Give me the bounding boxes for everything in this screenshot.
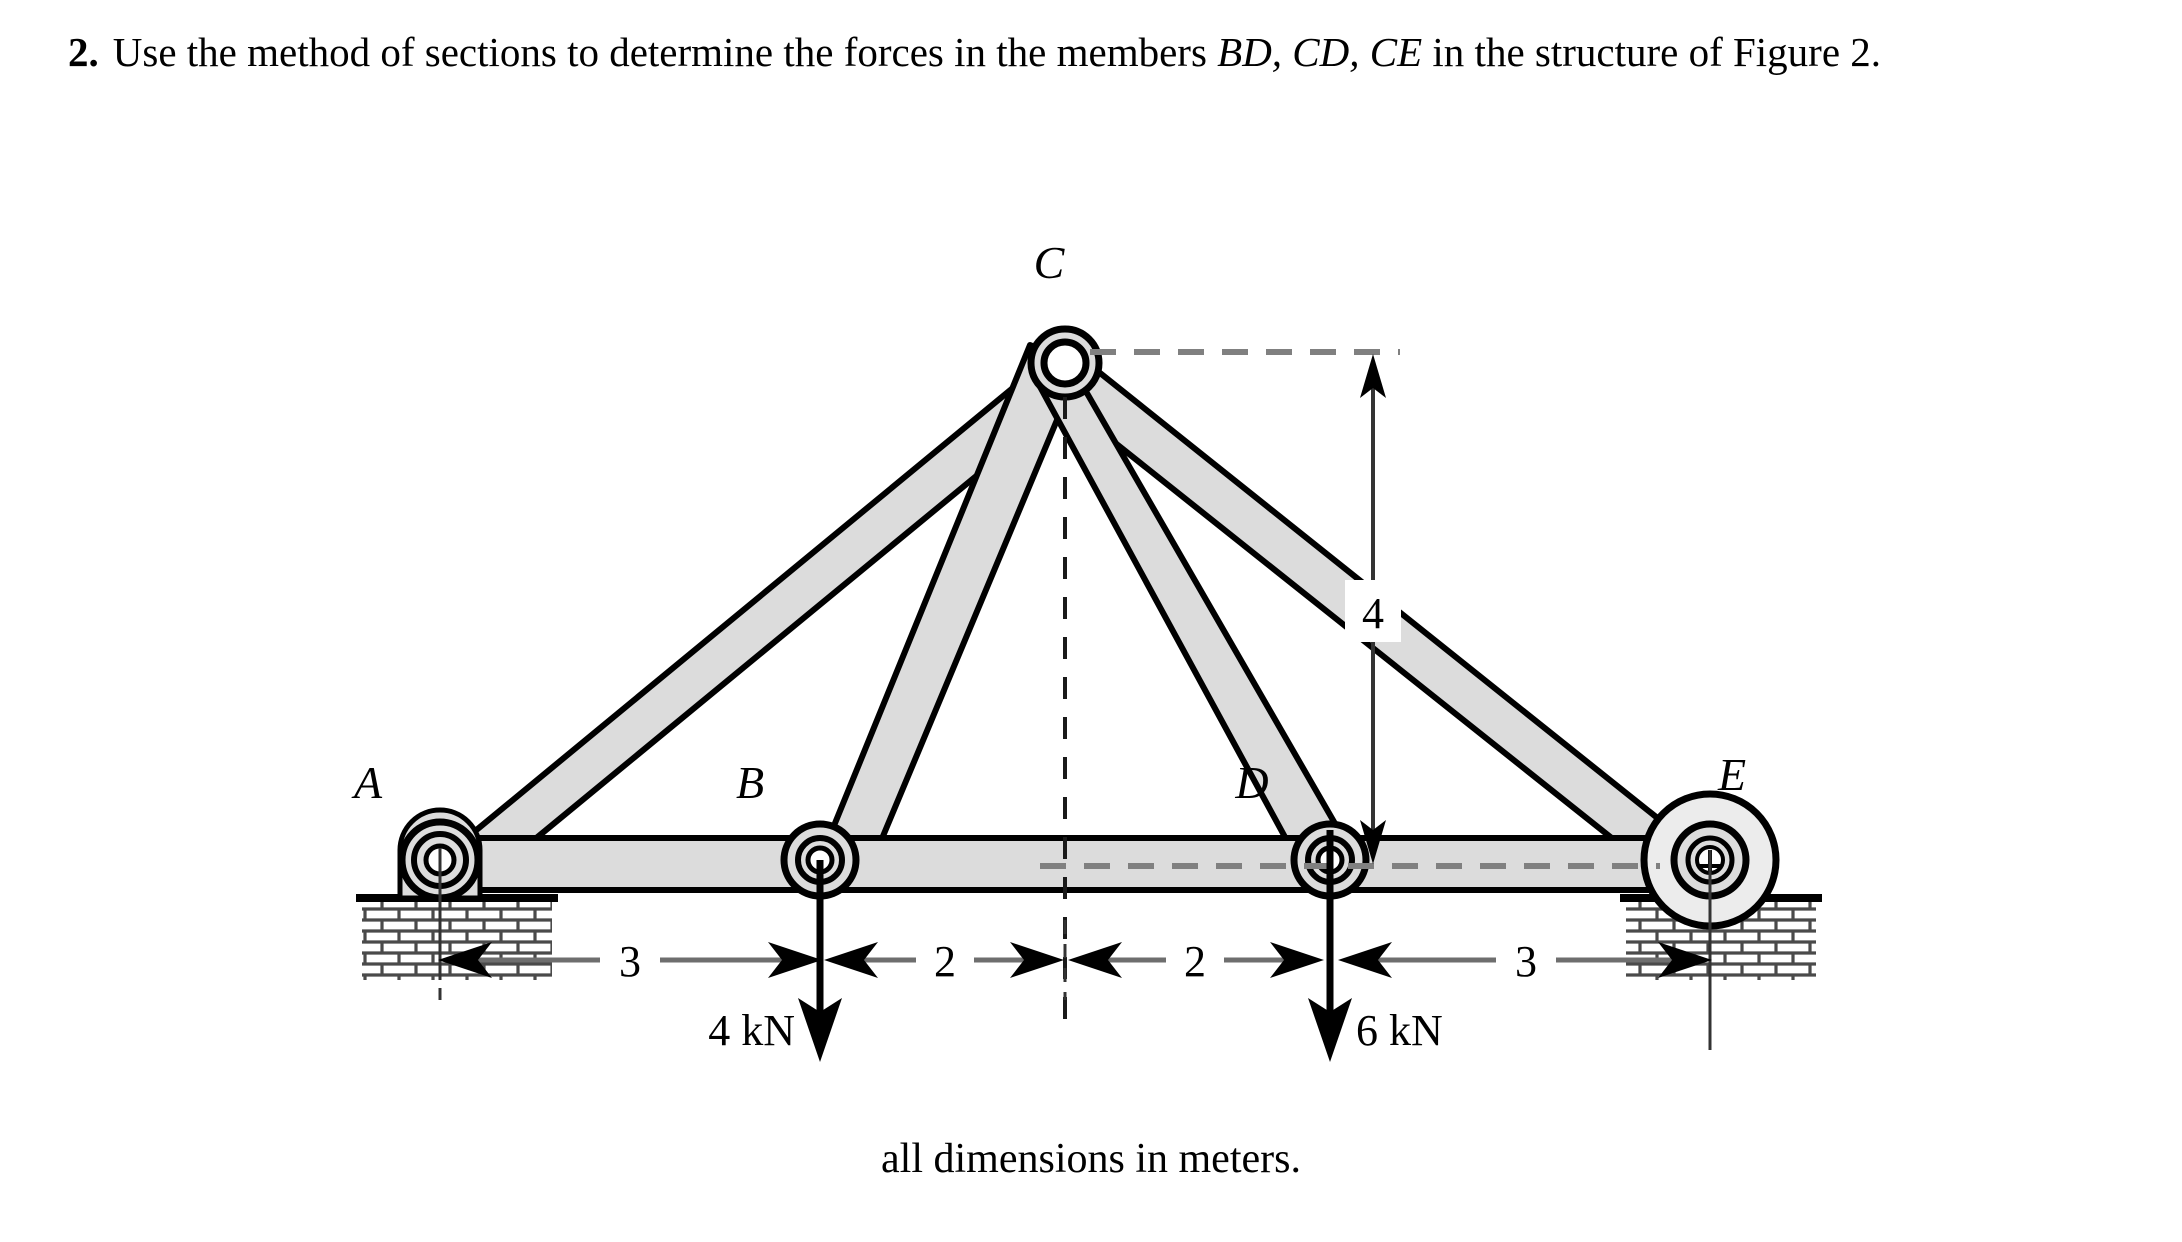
node-label-D: D	[1234, 757, 1268, 808]
load-label-B: 4 kN	[708, 1006, 795, 1055]
node-label-A: A	[351, 757, 383, 808]
load-label-D: 6 kN	[1356, 1006, 1443, 1055]
problem-members: BD, CD, CE	[1217, 29, 1423, 75]
problem-text-after: in the	[1432, 29, 1525, 75]
support-ground-A	[356, 894, 558, 980]
dimension-label-height: 4	[1362, 589, 1384, 638]
figure-caption: all dimensions in meters.	[881, 1136, 1301, 1182]
problem-statement: 2. Use the method of sections to determin…	[68, 26, 2078, 78]
support-roller-E	[1640, 790, 1780, 1050]
member-CD	[1029, 352, 1359, 875]
height-reference-lines	[1040, 349, 1660, 869]
dimension-height-4: 4	[1345, 354, 1401, 864]
dimension-label-AB: 3	[619, 937, 641, 986]
node-label-C: C	[1034, 237, 1066, 288]
dimension-BC: 2	[824, 928, 1064, 992]
dimension-CD: 2	[1068, 928, 1324, 992]
truss-figure: 4 4 kN 6 kN	[0, 150, 2182, 1110]
truss-diagram: 4 4 kN 6 kN	[351, 237, 1822, 1062]
member-BC	[817, 342, 1083, 875]
dimension-DE: 3	[1338, 928, 1712, 992]
dimension-label-CD: 2	[1184, 937, 1206, 986]
node-labels: A B C D E	[351, 237, 1746, 808]
load-arrow-D: 6 kN	[1308, 830, 1443, 1062]
dimension-label-DE: 3	[1515, 937, 1537, 986]
dimension-label-BC: 2	[934, 937, 956, 986]
dimension-witness-lines	[438, 920, 1712, 1000]
problem-number: 2.	[68, 29, 99, 75]
problem-line2: structure of Figure 2.	[1534, 29, 1882, 75]
node-label-E: E	[1717, 749, 1746, 800]
joint-pin-C	[1027, 325, 1103, 401]
node-label-B: B	[736, 757, 764, 808]
truss-members	[417, 342, 1723, 893]
problem-text-before: Use the method of sections to determine …	[112, 29, 1207, 75]
dimension-chain-horizontal: 3 2 2	[438, 928, 1712, 992]
support-pin-A	[397, 807, 483, 980]
dimension-AB: 3	[438, 928, 822, 992]
load-arrow-B: 4 kN	[708, 860, 842, 1062]
